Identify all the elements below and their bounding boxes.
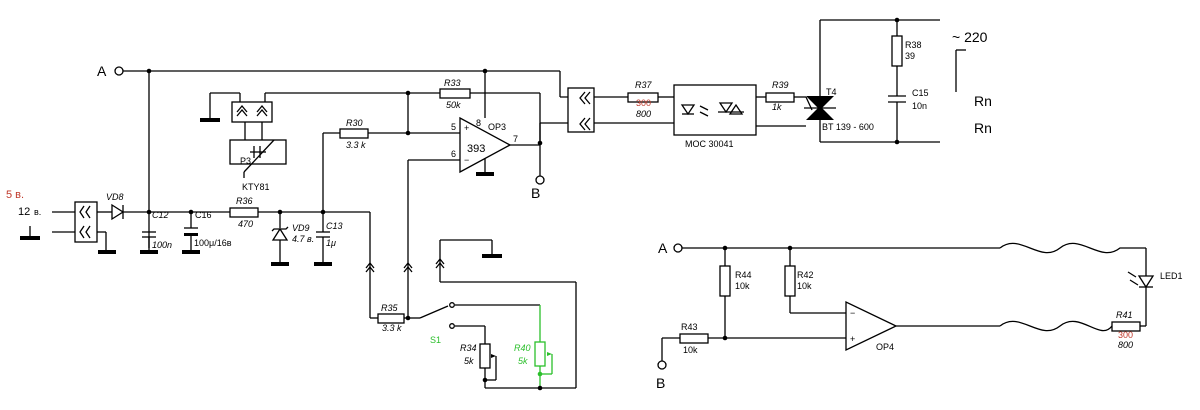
r43-label: R43 (681, 322, 698, 332)
r40-value: 5k (518, 356, 528, 366)
t4-label: T4 (826, 87, 837, 97)
r36-label: R36 (236, 196, 253, 206)
kty-label: KTY81 (242, 182, 270, 192)
r37-label: R37 (635, 80, 653, 90)
r30-value: 3.3 k (346, 140, 366, 150)
terminal-b: B (531, 185, 540, 201)
r44-value: 10k (735, 281, 750, 291)
r34-label: R34 (460, 343, 477, 353)
triac-label: BT 139 - 600 (822, 122, 874, 132)
c13-label: C13 (326, 221, 343, 231)
resistor-r30 (339, 128, 460, 139)
mains-load (955, 49, 966, 92)
mains-label: ~ 220 (952, 29, 988, 45)
moc-label: MOC 30041 (685, 139, 734, 149)
r42-value: 10k (797, 281, 812, 291)
r39-value: 1k (772, 102, 782, 112)
op3-plus: + (464, 123, 469, 133)
vd8-label: VD8 (106, 192, 124, 202)
r36-value: 470 (238, 219, 253, 229)
setpoint-network (365, 212, 577, 388)
zener-vd9 (271, 212, 289, 266)
op3-pin6: 6 (451, 149, 456, 159)
p3-label: P3 (240, 156, 251, 166)
op3-pin7: 7 (513, 134, 518, 144)
r41-label: R41 (1116, 310, 1133, 320)
op3-minus: − (464, 155, 469, 165)
potentiometer-r40 (534, 305, 553, 391)
terminal-b2: B (656, 375, 665, 391)
resistor-r37 (627, 92, 674, 103)
capacitor-c16 (182, 209, 200, 254)
c15-label: C15 (912, 88, 929, 98)
op3-pin5: 5 (451, 122, 456, 132)
led1-label: LED1 (1160, 271, 1183, 281)
r37-value: 800 (636, 109, 651, 119)
op4-minus: − (850, 308, 855, 318)
c13-value: 1μ (326, 238, 336, 248)
output-connector (567, 87, 674, 133)
r44-label: R44 (735, 270, 752, 280)
supply-5v: 5 в. (6, 189, 24, 201)
terminal-a: A (97, 63, 107, 79)
r43-value: 10k (683, 345, 698, 355)
load-label-1: Rn (974, 93, 992, 109)
snubber (888, 17, 906, 145)
rail-a (114, 66, 580, 248)
led-indicator-circuit (657, 242, 1155, 370)
c12-value: 100n (152, 240, 172, 250)
r39-label: R39 (772, 80, 789, 90)
c15-value: 10n (912, 101, 927, 111)
op3-label: OP3 (488, 122, 506, 132)
r40-label: R40 (514, 343, 531, 353)
r37-red: 300 (636, 98, 651, 108)
r38-label: R38 (905, 40, 922, 50)
resistor-r36 (229, 207, 370, 218)
op4-plus: + (850, 334, 855, 344)
c16-value: 100μ/16в (194, 238, 232, 248)
resistor-r39 (765, 92, 806, 103)
s1-label: S1 (430, 335, 441, 345)
optocoupler-moc (673, 84, 806, 136)
r38-value: 39 (905, 51, 915, 61)
r41-value: 800 (1118, 340, 1133, 350)
input-connector (20, 201, 116, 254)
diode-vd8 (97, 203, 230, 221)
r34-value: 5k (464, 356, 474, 366)
supply-12: 12 (18, 206, 30, 218)
vd9-label: VD9 (292, 223, 310, 233)
terminal-a2: A (658, 240, 668, 256)
c12-label: C12 (152, 210, 169, 220)
sensor-connector (200, 92, 440, 178)
opamp-op3 (407, 116, 580, 260)
r35-label: R35 (381, 303, 399, 313)
op3-pin8: 8 (476, 118, 481, 128)
supply-12-unit: в. (34, 207, 41, 217)
r30-label: R30 (346, 118, 363, 128)
r33-value: 50k (446, 100, 461, 110)
op4-label: OP4 (876, 342, 894, 352)
capacitor-c13 (314, 132, 340, 266)
vd9-value: 4.7 в. (292, 234, 314, 244)
capacitor-c12 (140, 231, 158, 254)
r41-red: 300 (1118, 330, 1133, 340)
load-label-2: Rn (974, 120, 992, 136)
r35-value: 3.3 k (382, 323, 402, 333)
r33-label: R33 (444, 78, 461, 88)
potentiometer-r34 (479, 326, 576, 389)
op3-chip: 393 (467, 143, 485, 155)
r42-label: R42 (797, 270, 814, 280)
c16-label: C16 (195, 210, 212, 220)
triac-t4 (804, 19, 940, 143)
